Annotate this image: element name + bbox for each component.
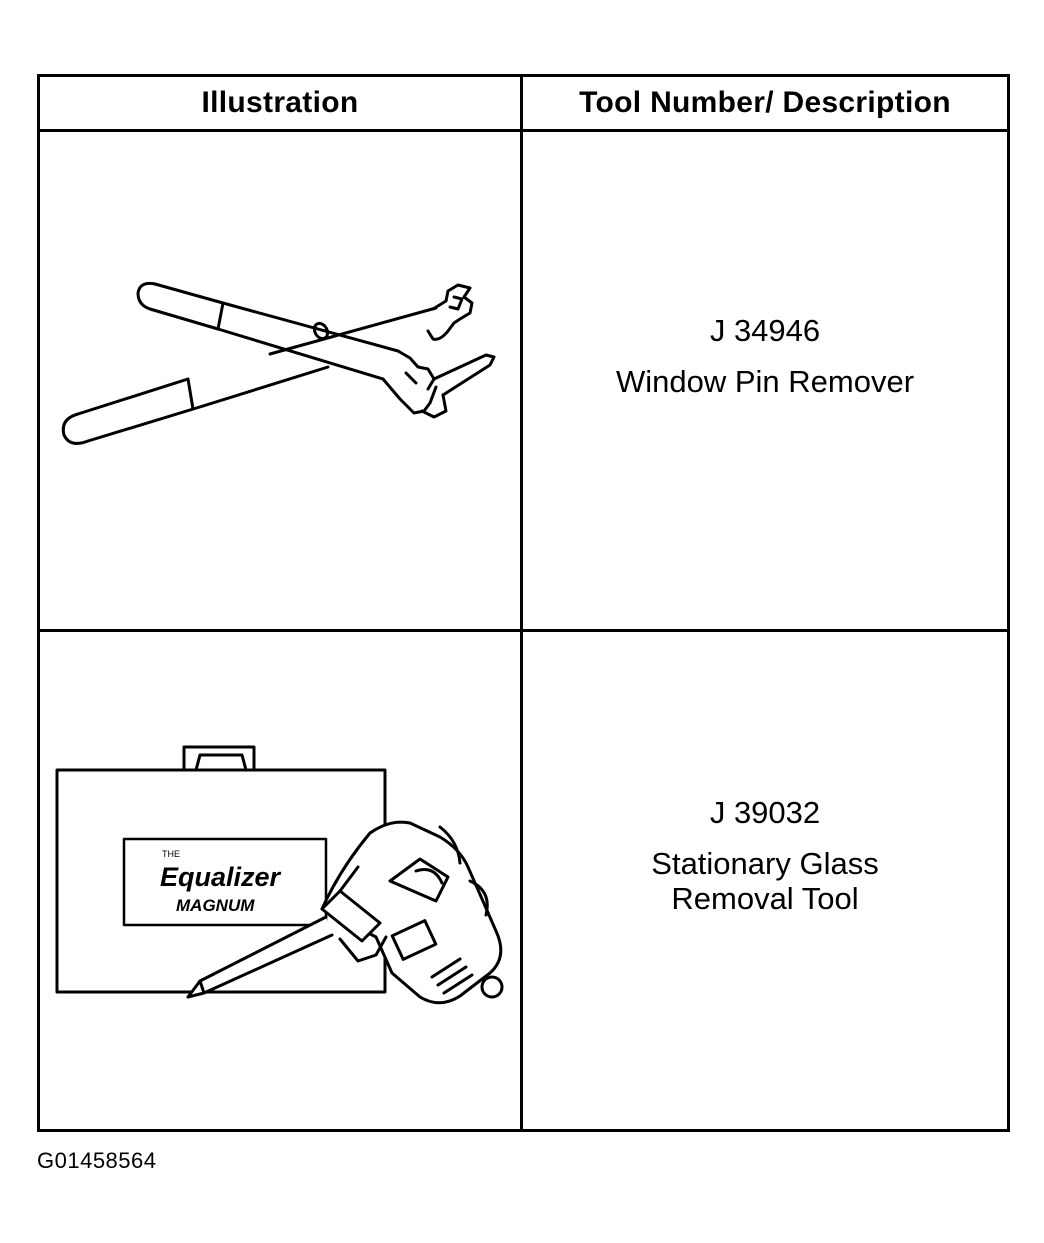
illustration-cell: THE Equalizer MAGNUM	[37, 629, 523, 1132]
glass-removal-tool-icon: THE Equalizer MAGNUM	[55, 745, 504, 1004]
case-label-model: MAGNUM	[176, 896, 255, 915]
figure-id: G01458564	[37, 1148, 157, 1173]
table-header-row: Illustration Tool Number/ Description	[37, 74, 1010, 132]
tool-description: Window Pin Remover	[615, 363, 915, 399]
tool-description: Stationary Glass Removal Tool	[651, 846, 879, 916]
illustration-cell	[37, 129, 523, 632]
tool-number: J 34946	[709, 312, 821, 348]
case-label-prefix: THE	[162, 849, 180, 859]
description-column-header: Tool Number/ Description	[520, 74, 1010, 132]
tool-number: J 39032	[709, 795, 821, 830]
case-label-brand: Equalizer	[160, 862, 282, 892]
tool-description-block: J 34946 Window Pin Remover	[616, 313, 914, 399]
table-row: J 34946 Window Pin Remover	[37, 129, 1010, 632]
description-cell: J 34946 Window Pin Remover	[520, 129, 1010, 632]
description-cell: J 39032 Stationary Glass Removal Tool	[520, 629, 1010, 1132]
illustration-column-header: Illustration	[37, 74, 523, 132]
window-pin-remover-icon	[61, 281, 496, 445]
table-row: THE Equalizer MAGNUM	[37, 629, 1010, 1132]
special-tools-table: Illustration Tool Number/ Description	[37, 74, 1010, 1132]
tool-description-block: J 39032 Stationary Glass Removal Tool	[651, 795, 878, 916]
